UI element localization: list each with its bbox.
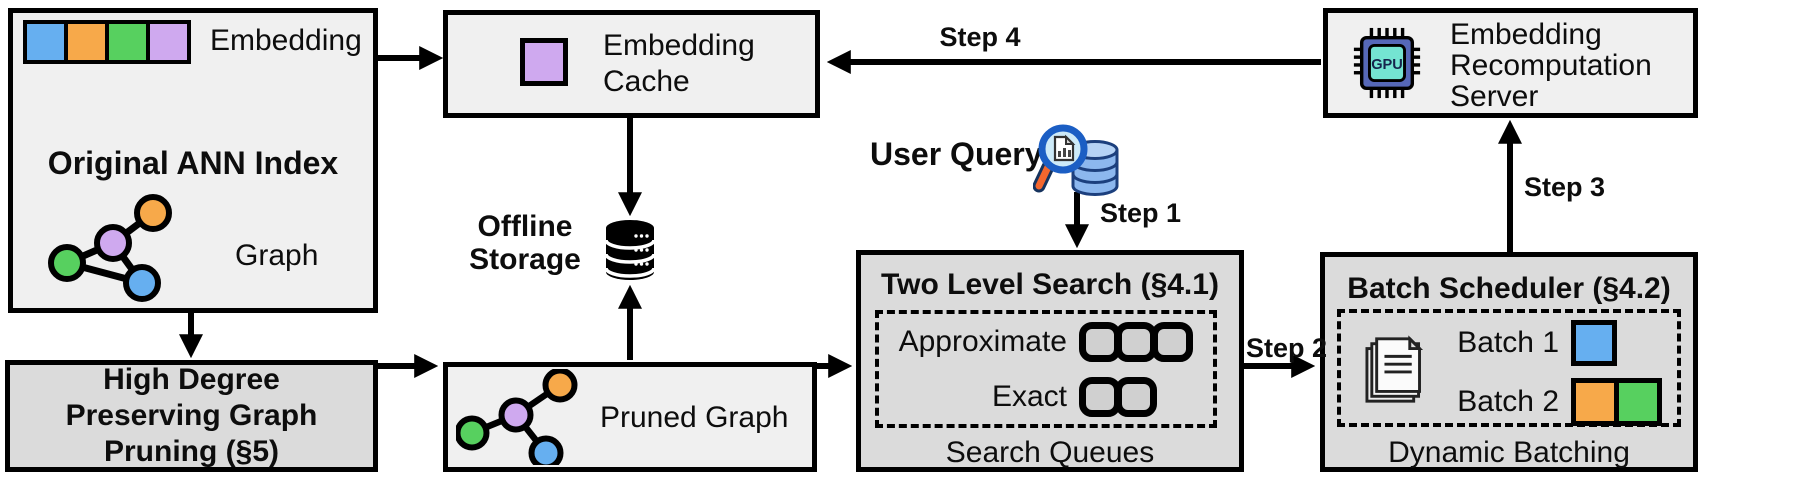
graph-pruning-title: High Degree Preserving Graph Pruning (§5… xyxy=(65,363,318,468)
approximate-label: Approximate xyxy=(898,324,1067,358)
embedding-vector-icon xyxy=(23,20,191,64)
batch-scheduler-title: Batch Scheduler (§4.2) xyxy=(1347,272,1671,305)
step1-label: Step 1 xyxy=(1100,198,1182,228)
documents-icon xyxy=(1365,335,1424,403)
recomputation-server-label: Embedding Recomputation Server xyxy=(1450,18,1652,113)
exact-queue-slots xyxy=(1079,376,1157,417)
pruned-graph-label: Pruned Graph xyxy=(600,401,789,434)
embedding-cell-purple xyxy=(150,24,187,60)
batch2-row: Batch 2 xyxy=(1341,372,1677,431)
batch2-swatches xyxy=(1571,377,1662,426)
approximate-queue-slots xyxy=(1079,321,1193,362)
batch2-swatch-green xyxy=(1619,382,1657,421)
user-query-icon xyxy=(1033,124,1119,196)
embedding-cache-box: Embedding Cache xyxy=(443,10,820,118)
original-ann-index-box: Embedding Original ANN Index Graph xyxy=(8,8,378,313)
queue-slot xyxy=(1115,376,1157,417)
search-queues-caption: Search Queues xyxy=(945,436,1155,469)
two-level-search-title: Two Level Search (§4.1) xyxy=(881,268,1219,301)
batch2-label: Batch 2 xyxy=(1457,384,1559,418)
original-graph-icon xyxy=(48,194,172,302)
pruned-graph-icon xyxy=(456,369,578,465)
batch1-row: Batch 1 xyxy=(1341,313,1677,372)
step2-label: Step 2 xyxy=(1246,333,1328,363)
graph-label: Graph xyxy=(235,239,319,272)
pruned-graph-box: Pruned Graph xyxy=(443,362,817,472)
recomputation-server-box: GPU Embedding Recomputation Server xyxy=(1323,8,1698,118)
embedding-cache-label: Embedding Cache xyxy=(603,29,755,98)
embedding-cell-blue xyxy=(27,24,64,60)
batch1-swatch-blue xyxy=(1571,319,1617,366)
original-ann-index-title: Original ANN Index xyxy=(47,145,339,181)
two-level-search-box: Two Level Search (§4.1) Approximate Exac… xyxy=(856,250,1244,472)
step4-label: Step 4 xyxy=(939,22,1021,52)
embedding-label: Embedding xyxy=(210,24,362,57)
batch-scheduler-box: Batch Scheduler (§4.2) Batch 1 Batch 2 xyxy=(1320,252,1698,472)
embedding-cell-orange xyxy=(68,24,105,60)
offline-storage-label: Offline Storage xyxy=(469,210,581,276)
exact-queue-row: Exact xyxy=(879,369,1213,424)
batch1-label: Batch 1 xyxy=(1457,325,1559,359)
graph-pruning-box: High Degree Preserving Graph Pruning (§5… xyxy=(5,360,378,472)
dynamic-batching-panel: Batch 1 Batch 2 xyxy=(1337,309,1681,427)
batch2-swatch-orange xyxy=(1576,382,1614,421)
search-queues-panel: Approximate Exact xyxy=(875,310,1217,428)
exact-label: Exact xyxy=(991,379,1067,413)
gpu-chip-icon: GPU xyxy=(1353,27,1421,99)
embedding-cell-green xyxy=(109,24,146,60)
cached-embedding-swatch xyxy=(520,38,568,86)
queue-slot xyxy=(1151,321,1193,362)
gpu-chip-label: GPU xyxy=(1371,57,1403,73)
dynamic-batching-caption: Dynamic Batching xyxy=(1388,436,1630,469)
user-query-label: User Query xyxy=(870,136,1043,172)
offline-storage-database-icon xyxy=(604,220,656,280)
step3-label: Step 3 xyxy=(1524,172,1606,202)
approximate-queue-row: Approximate xyxy=(879,314,1213,369)
